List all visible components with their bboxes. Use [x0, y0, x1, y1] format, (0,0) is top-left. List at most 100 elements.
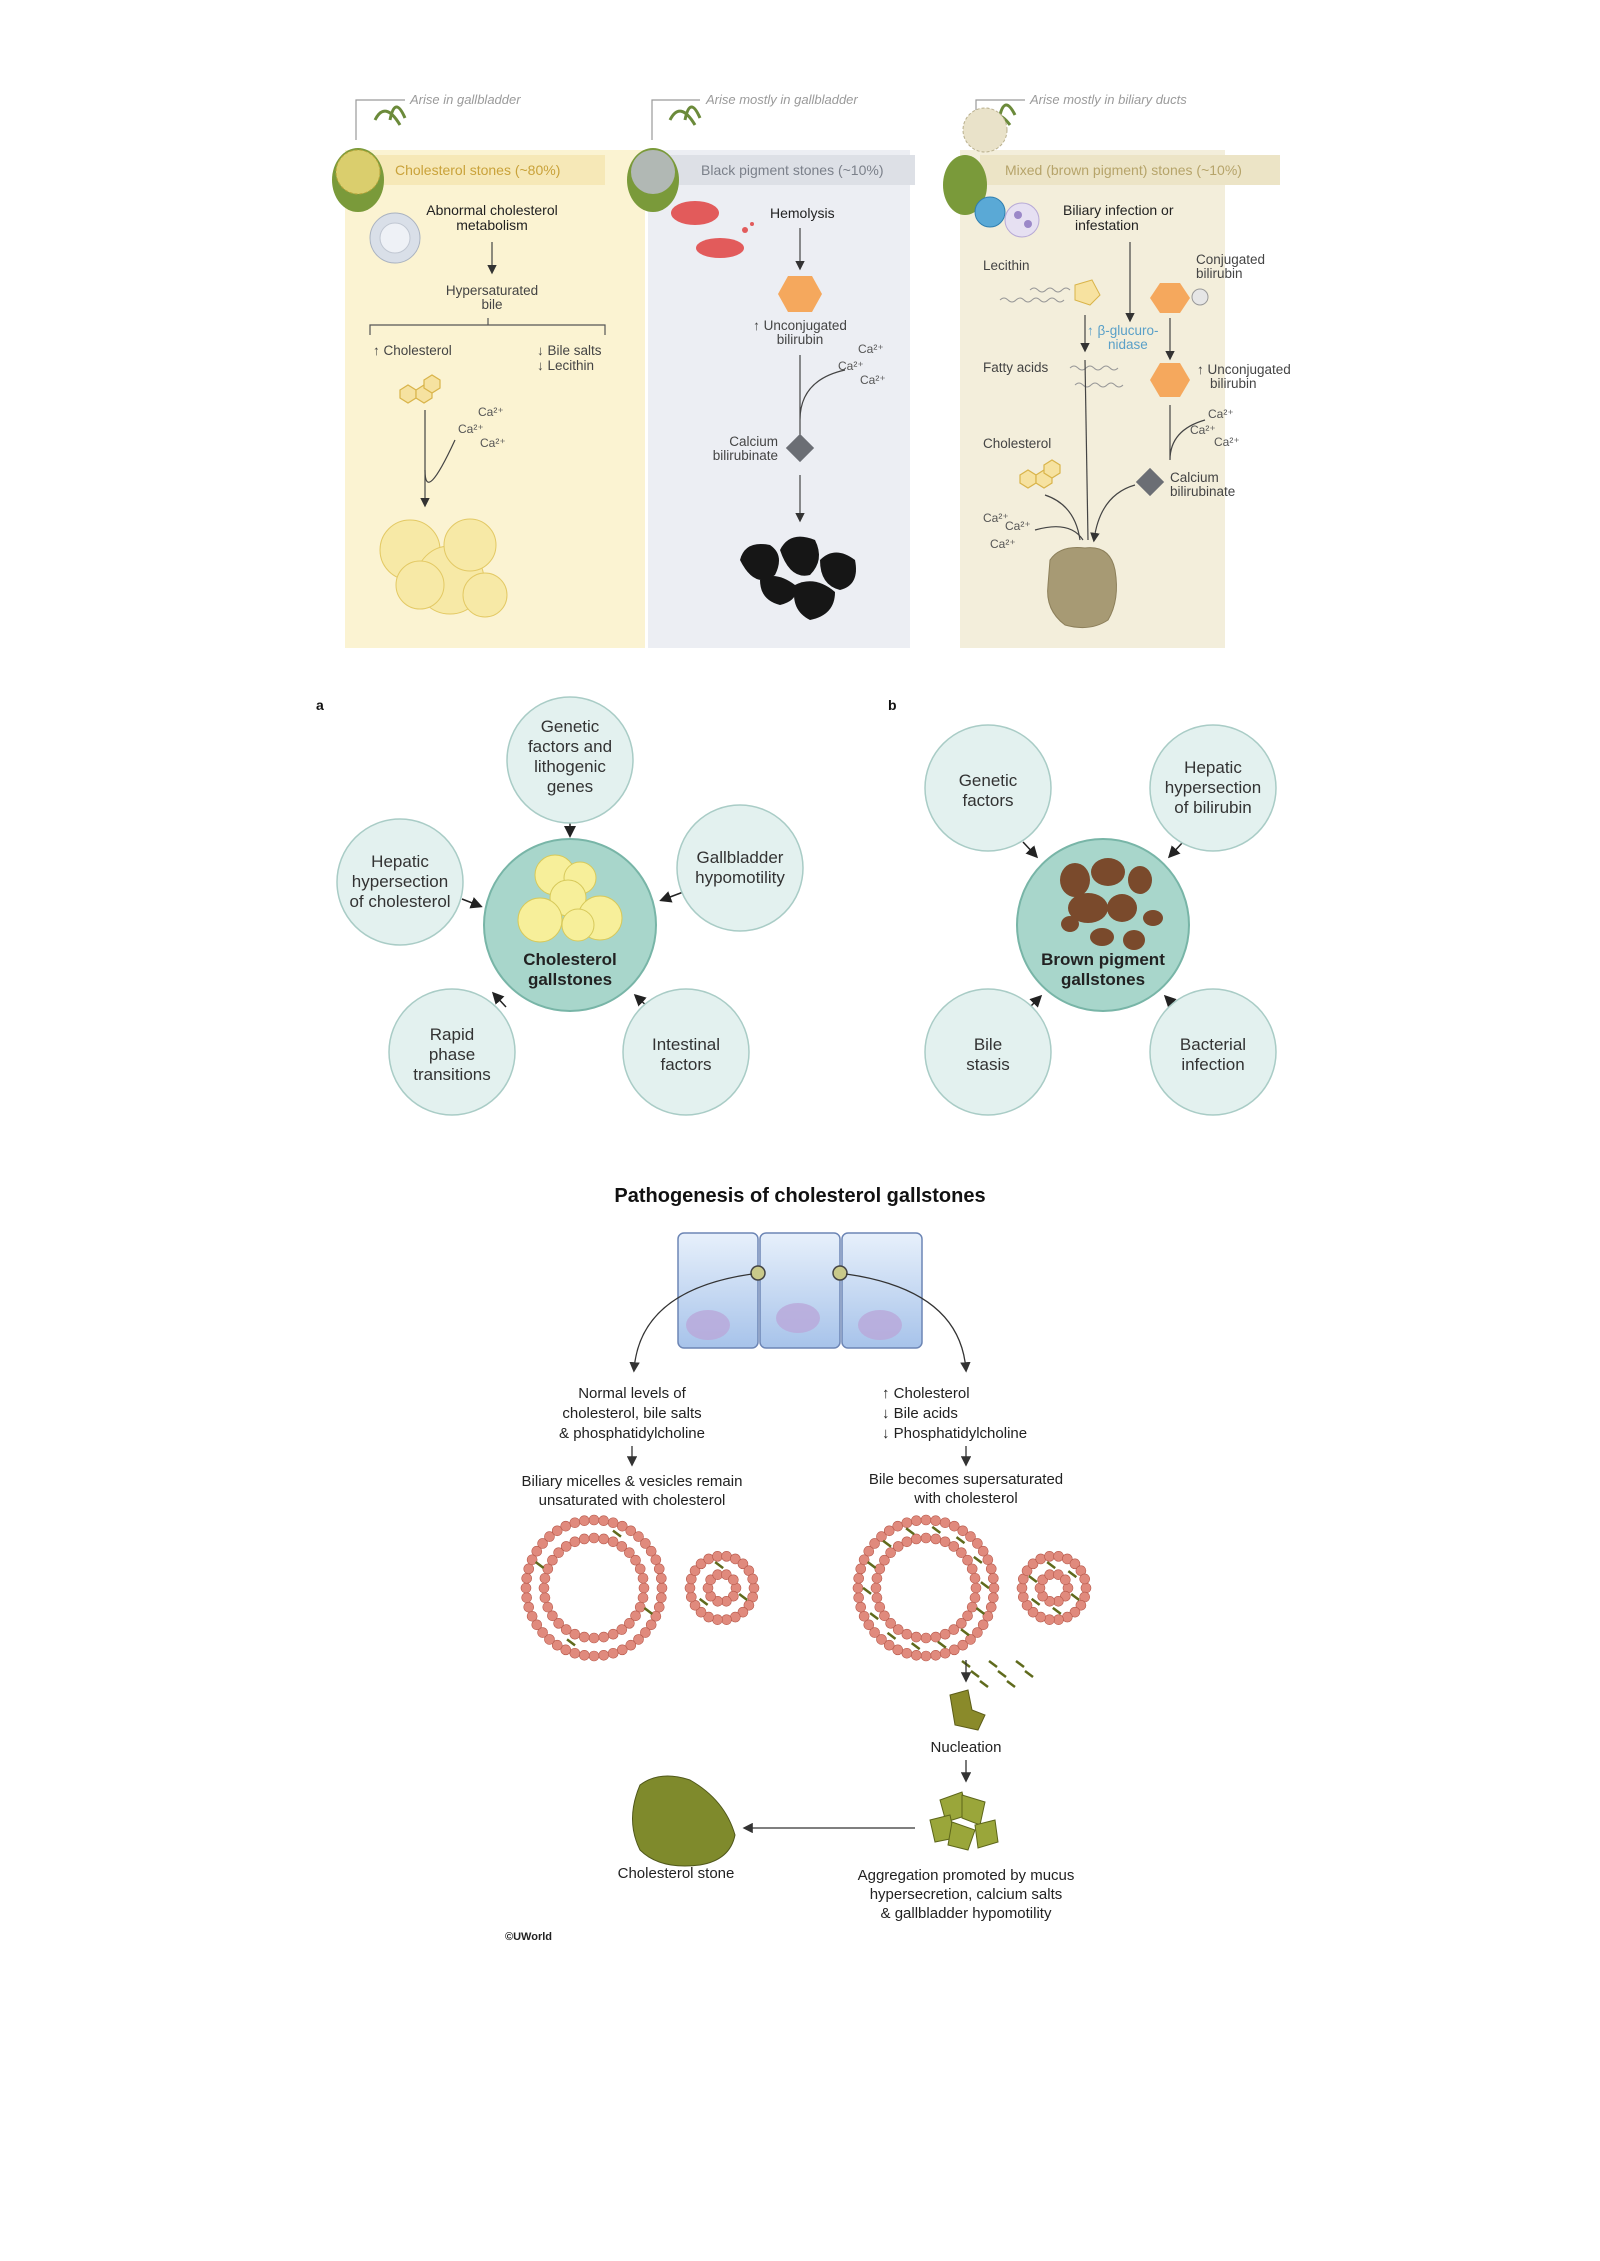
- factor-label: infection: [1181, 1055, 1244, 1074]
- panel-label-b: b: [888, 697, 897, 713]
- ca-ion: Ca²⁺: [990, 537, 1016, 551]
- lecithin-label: ↓ Lecithin: [537, 358, 594, 373]
- vesicle-normal-small: [684, 1551, 760, 1625]
- factor-node-hepatic: [1149, 724, 1277, 852]
- factor-label: hypersection: [352, 872, 448, 891]
- calcium-bilirubinate-label: Calcium: [1170, 470, 1219, 485]
- hypersaturated-label-2: bile: [481, 297, 502, 312]
- panel-label-a: a: [316, 697, 324, 713]
- gallbladder-icon: [943, 103, 1017, 215]
- center-label: gallstones: [1061, 970, 1145, 989]
- fatty-acid-icon: [1069, 365, 1119, 371]
- vesicle-normal-large: [520, 1514, 668, 1662]
- factor-label: factors: [660, 1055, 711, 1074]
- factor-label: genes: [547, 777, 593, 796]
- arrow: [1169, 405, 1206, 461]
- bilirubin-hexagon-icon: [1150, 363, 1190, 397]
- origin-bracket-1: [355, 99, 405, 140]
- arrow: [629, 1273, 753, 1373]
- factor-label: Bile: [974, 1035, 1002, 1054]
- arrow: [799, 355, 846, 421]
- unconjugated-label: ↑ Unconjugated: [1197, 362, 1291, 377]
- calcium-bilirubinate-label: Calcium: [729, 434, 778, 449]
- lecithin-tail-icon: [1029, 287, 1071, 293]
- factor-label: Hepatic: [1184, 758, 1242, 777]
- factor-label: Intestinal: [652, 1035, 720, 1054]
- title-bar-cholesterol: [365, 155, 605, 185]
- cholesterol-molecule-icon: [1019, 459, 1061, 489]
- factor-label: Gallbladder: [697, 848, 784, 867]
- factor-node-bacterial: [1149, 988, 1277, 1116]
- abnormal-levels-label: ↑ Cholesterol: [882, 1385, 970, 1402]
- abnormal-metabolism-label-2: metabolism: [456, 217, 528, 233]
- center-label: Cholesterol: [523, 950, 617, 969]
- calcium-bilirubinate-label-2: bilirubinate: [713, 448, 778, 463]
- gallbladder-icon: [627, 105, 702, 212]
- brown-stones-image: [1060, 858, 1163, 950]
- factor-label: hypersection: [1165, 778, 1261, 797]
- cholesterol-up-label: ↑ Cholesterol: [373, 343, 452, 358]
- stone-types-figure: Arise in gallbladder Arise mostly in gal…: [332, 92, 1291, 648]
- abnormal-metabolism-label: Abnormal cholesterol: [426, 202, 558, 218]
- ca-ion: Ca²⁺: [458, 422, 484, 436]
- normal-levels-label: cholesterol, bile salts: [562, 1405, 701, 1422]
- factor-label: Genetic: [959, 771, 1018, 790]
- ca-ion: Ca²⁺: [1190, 423, 1216, 437]
- origin-label-3: Arise mostly in biliary ducts: [1029, 92, 1187, 107]
- vesicles: [520, 1514, 1092, 1688]
- factor-label: Genetic: [541, 717, 600, 736]
- column-title-3: Mixed (brown pigment) stones (~10%): [1005, 162, 1242, 178]
- cholesterol-factor-diagram: Genetic factors and lithogenic genes Gal…: [336, 696, 804, 1116]
- gallbladder-icon: [332, 105, 407, 212]
- factor-label: transitions: [413, 1065, 490, 1084]
- nucleation-crystal-icon: [949, 1689, 986, 1731]
- cholesterol-molecule-icon: [399, 374, 441, 404]
- brown-stone-image: [1047, 547, 1117, 629]
- glucuronidase-label-2: nidase: [1108, 337, 1148, 352]
- micelle-icon: [369, 212, 421, 264]
- factor-node-intestinal: [622, 988, 750, 1116]
- normal-levels-label: & phosphatidylcholine: [559, 1425, 705, 1442]
- bilirubin-hexagon-icon: [1150, 283, 1190, 313]
- cholesterol-stone-icon: [632, 1775, 736, 1867]
- cholesterol-stone-label: Cholesterol stone: [618, 1865, 735, 1882]
- factor-label: hypomotility: [695, 868, 785, 887]
- converging-arrow: [1084, 359, 1089, 541]
- fatty-acids-label: Fatty acids: [983, 360, 1049, 375]
- credit-text: ©UWorld: [505, 1931, 552, 1943]
- ca-ion: Ca²⁺: [478, 405, 504, 419]
- converging-arrow: [1090, 484, 1136, 543]
- column-black-bg: [648, 150, 910, 648]
- factor-label: phase: [429, 1045, 475, 1064]
- bilirubin-hexagon-icon: [778, 276, 822, 312]
- glucuronidase-label: ↑ β-glucuro-: [1087, 323, 1159, 338]
- factor-node-rapid-phase: [388, 988, 516, 1116]
- factor-node-bile-stasis: [924, 988, 1052, 1116]
- unsaturated-label: Biliary micelles & vesicles remain: [522, 1473, 743, 1490]
- column-title-1: Cholesterol stones (~80%): [395, 162, 560, 178]
- lecithin-head-icon: [1074, 279, 1101, 306]
- ca-ion: Ca²⁺: [983, 511, 1009, 525]
- center-label: Brown pigment: [1041, 950, 1165, 969]
- ca-ion: Ca²⁺: [1214, 435, 1240, 449]
- unconjugated-label-2: bilirubin: [777, 332, 824, 347]
- calcium-bilirubinate-diamond: [785, 433, 815, 463]
- unconjugated-label: ↑ Unconjugated: [753, 318, 847, 333]
- brown-pigment-factor-diagram: Genetic factors Hepatic hypersection of …: [924, 724, 1277, 1116]
- cholesterol-stone-image: [379, 518, 508, 618]
- factor-node-hepatic: [336, 818, 464, 946]
- origin-bracket-2: [651, 99, 700, 140]
- risk-factor-diagrams: a b Genetic factors and lithogenic genes…: [316, 696, 1277, 1116]
- bacteria-icon: [974, 196, 1040, 238]
- supersaturated-label: Bile becomes supersaturated: [869, 1471, 1063, 1488]
- vesicle-supersat-large: [852, 1514, 1034, 1688]
- ca-ion: Ca²⁺: [838, 359, 864, 373]
- supersaturated-label: with cholesterol: [913, 1490, 1017, 1507]
- title-bar-black: [665, 155, 915, 185]
- vesicle-supersat-small: [1016, 1551, 1092, 1625]
- calcium-bilirubinate-diamond: [1135, 467, 1165, 497]
- column-title-2: Black pigment stones (~10%): [701, 162, 883, 178]
- lecithin-tail-icon: [999, 297, 1065, 303]
- center-label: gallstones: [528, 970, 612, 989]
- ca-ion: Ca²⁺: [1005, 519, 1031, 533]
